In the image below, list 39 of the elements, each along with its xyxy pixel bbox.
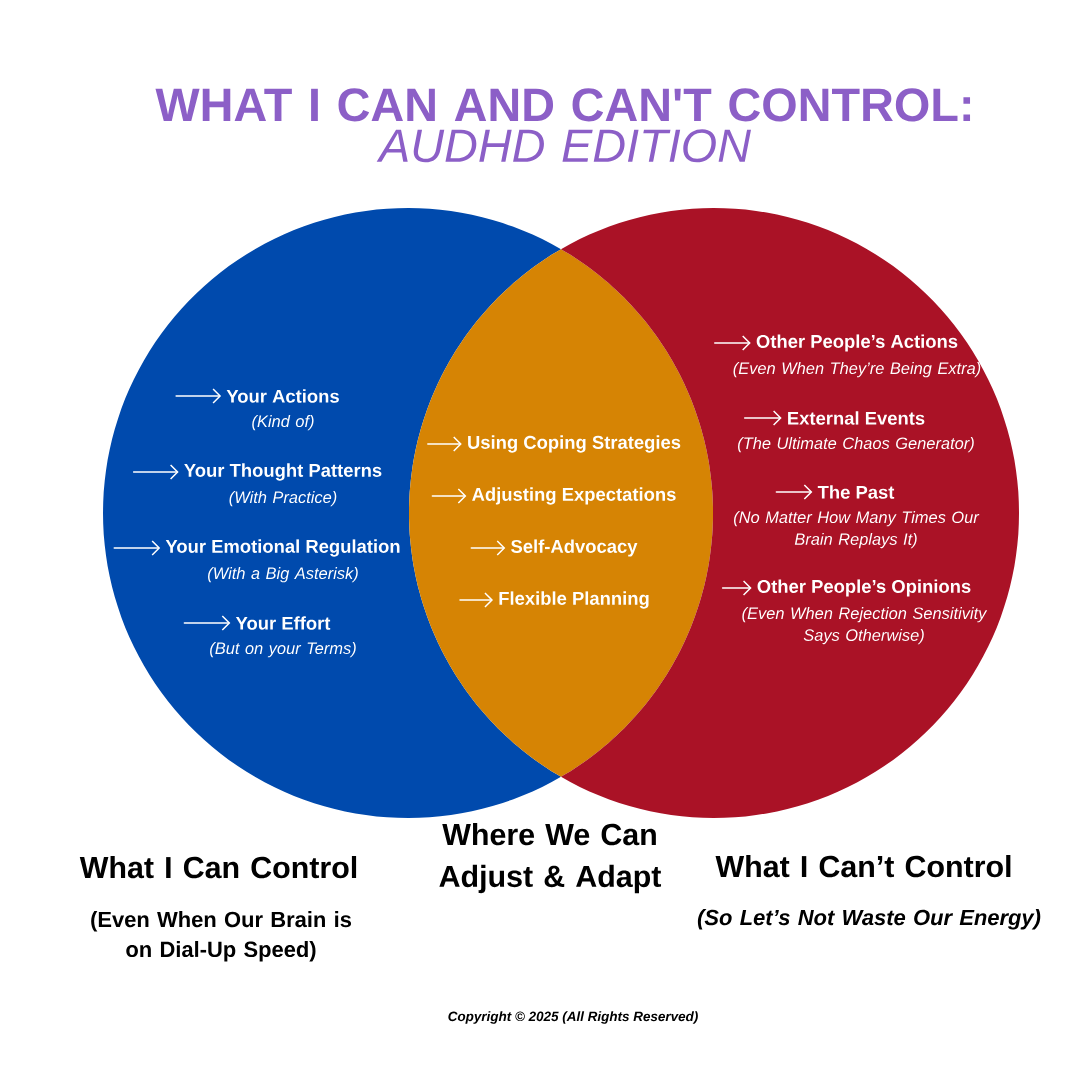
arrow — [775, 484, 813, 500]
title: WHAT I CAN AND CAN'T CONTROL: AUDHD EDITION — [155, 88, 971, 163]
circle-subtitle: (So Let’s Not Waste Our Energy) — [697, 909, 1041, 930]
arrow — [431, 488, 467, 504]
arrow — [470, 540, 506, 556]
item-note: (Even When Rejection Sensitivity Says Otherwise) — [742, 607, 988, 645]
copyright-note: Copyright © 2025 (All Rights Reserved) — [448, 1011, 698, 1024]
item-note: (Kind of) — [252, 415, 314, 431]
item-note: (The Ultimate Chaos Generator) — [738, 437, 974, 453]
arrow — [721, 580, 752, 596]
item-label: Your Effort — [235, 616, 331, 630]
item-label: Your Actions — [226, 389, 339, 403]
arrow — [113, 540, 161, 556]
item-note: (With Practice) — [229, 491, 337, 507]
arrow — [175, 388, 222, 404]
arrow — [183, 615, 231, 631]
arrow — [132, 464, 179, 480]
circle-subtitle: (Even When Our Brain is on Dial-Up Speed) — [91, 911, 352, 962]
item-label: The Past — [817, 485, 895, 499]
item-label: Flexible Planning — [499, 591, 649, 609]
overlap-heading: Where We Can Adjust & Adapt — [439, 823, 661, 894]
arrow — [427, 436, 462, 452]
arrow — [743, 410, 782, 426]
item-label: Other People’s Actions — [756, 334, 958, 352]
arrow — [459, 592, 494, 608]
item-label: Self-Advocacy — [511, 539, 638, 557]
item-label: Your Thought Patterns — [184, 463, 382, 481]
item-note: (With a Big Asterisk) — [208, 567, 358, 583]
item-label: Your Emotional Regulation — [165, 539, 400, 557]
item-label: Other People’s Opinions — [757, 579, 971, 597]
item-note: (No Matter How Many Times Our Brain Replays It) — [734, 511, 980, 549]
circle-heading: What I Can Control — [79, 856, 357, 879]
item-note: (Even When They’re Being Extra) — [733, 362, 981, 378]
item-label: External Events — [788, 411, 925, 425]
circle-heading: What I Can’t Control — [715, 855, 1011, 878]
arrow — [714, 335, 751, 351]
item-label: Using Coping Strategies — [468, 435, 681, 453]
item-note: (But on your Terms) — [210, 642, 356, 658]
item-label: Adjusting Expectations — [472, 487, 676, 505]
